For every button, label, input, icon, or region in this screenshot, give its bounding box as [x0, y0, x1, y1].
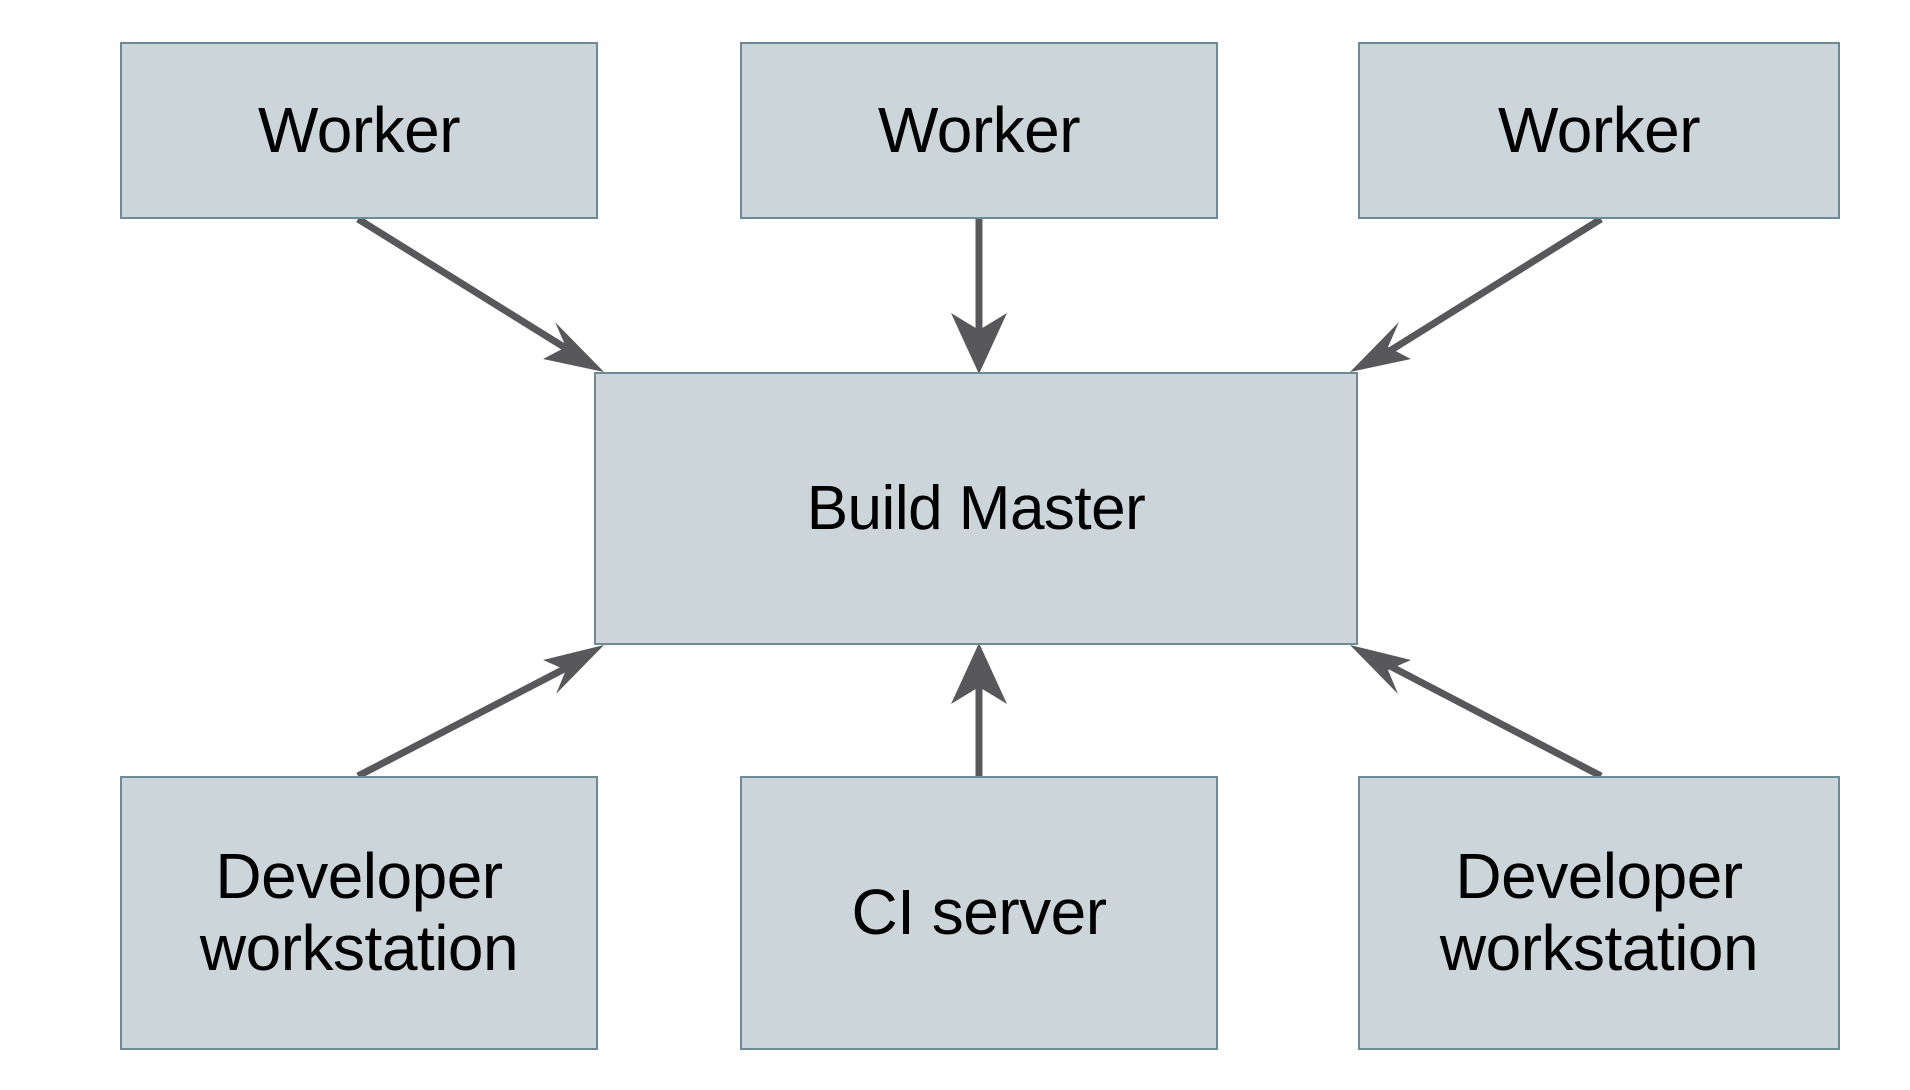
node-worker-middle[interactable]: Worker [740, 42, 1218, 219]
edge-ci-server-to-master [951, 643, 1007, 776]
node-label: Worker [877, 93, 1081, 166]
edge-dev-right-to-master [1350, 645, 1603, 780]
edge-worker-left-to-master [356, 216, 604, 372]
edge-worker-mid-to-master [951, 219, 1007, 374]
node-developer-workstation-right[interactable]: Developer workstation [1358, 776, 1840, 1050]
edge-worker-right-to-master [1350, 216, 1603, 372]
edge-dev-left-to-master [356, 645, 604, 780]
node-label: Developer workstation [199, 840, 519, 984]
node-label: Worker [257, 93, 461, 166]
node-label: Developer workstation [1439, 840, 1759, 984]
node-label: Worker [1497, 93, 1701, 166]
node-ci-server[interactable]: CI server [740, 776, 1218, 1050]
node-worker-left[interactable]: Worker [120, 42, 598, 219]
node-label: Build Master [806, 473, 1146, 543]
node-developer-workstation-left[interactable]: Developer workstation [120, 776, 598, 1050]
node-label: CI server [851, 876, 1107, 949]
node-worker-right[interactable]: Worker [1358, 42, 1840, 219]
node-build-master[interactable]: Build Master [594, 372, 1358, 645]
